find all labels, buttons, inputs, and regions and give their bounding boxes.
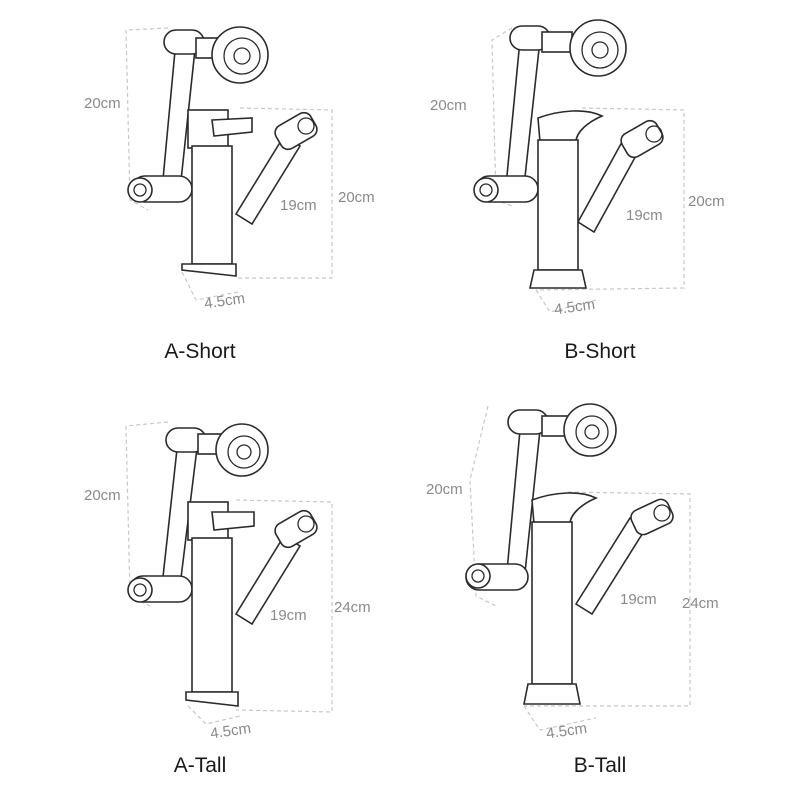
height-label: 20cm: [688, 193, 725, 210]
variant-caption: B-Tall: [573, 754, 627, 777]
base-dimension-guide: [187, 705, 241, 725]
height-label: 24cm: [334, 599, 371, 616]
sprayer-face: [227, 435, 261, 469]
base-width-label: 4.5cm: [209, 720, 252, 743]
base-dimension-guide: [535, 289, 597, 313]
arm-dimension-guide: [469, 405, 497, 607]
bottom-aerator: [127, 177, 153, 203]
hose-nozzle: [630, 498, 674, 536]
variant-b-short: 20cm 19cm 20cm 4.5cm B-Short: [400, 0, 800, 400]
sprayer-center: [233, 47, 251, 65]
variant-b-tall: 20cm 19cm 24cm 4.5cm B-Tall: [400, 400, 800, 800]
sprayer-head: [569, 19, 627, 77]
faucet-base: [523, 683, 581, 705]
hose-length-label: 19cm: [626, 207, 663, 224]
height-label: 20cm: [338, 189, 375, 206]
faucet-body: [191, 537, 233, 693]
arm-length-label: 20cm: [430, 97, 467, 114]
sprayer-center: [584, 424, 600, 440]
height-dimension-guide: [535, 107, 685, 291]
sprayer-face: [223, 37, 261, 75]
arm-connector: [541, 31, 573, 53]
arm-length-label: 20cm: [426, 481, 463, 498]
hose-nozzle: [620, 119, 664, 159]
arm-dimension-guide: [491, 27, 513, 207]
pull-out-hose: [234, 134, 302, 226]
faucet-drawing-b-tall: 20cm 19cm 24cm 4.5cm: [426, 403, 719, 743]
hose-length-label: 19cm: [620, 591, 657, 608]
faucet-drawing-b-short: 20cm 19cm 20cm 4.5cm: [430, 19, 725, 319]
sprayer-face: [575, 415, 609, 449]
hose-length-label: 19cm: [270, 607, 307, 624]
faucet-handle: [211, 117, 253, 137]
bottom-aerator-inner: [471, 569, 485, 583]
base-dimension-guide: [523, 705, 597, 731]
bottom-aerator: [473, 177, 499, 203]
bottom-aerator-inner: [479, 183, 493, 197]
base-dimension-guide: [181, 271, 239, 301]
faucet-body: [191, 145, 233, 265]
variant-caption: A-Tall: [173, 754, 227, 777]
hose-length-label: 19cm: [280, 197, 317, 214]
faucet-base: [181, 263, 237, 277]
faucet-drawing-a-short: 20cm 19cm 20cm 4.5cm: [84, 26, 375, 313]
faucet-handle: [211, 511, 255, 531]
faucet-handle: [537, 110, 604, 143]
bottom-aerator-inner: [133, 583, 147, 597]
sprayer-center: [591, 41, 609, 59]
arm-dimension-guide: [125, 421, 169, 607]
variant-a-tall: 20cm 19cm 24cm 4.5cm A-Tall: [0, 400, 400, 800]
sprayer-center: [236, 444, 252, 460]
faucet-body: [531, 521, 573, 685]
hose-nozzle-tip: [297, 515, 315, 533]
hose-nozzle-tip: [653, 504, 671, 522]
bottom-aerator-inner: [133, 183, 147, 197]
faucet-base: [185, 691, 239, 707]
base-width-label: 4.5cm: [553, 296, 596, 319]
bottom-aerator: [465, 563, 491, 589]
swivel-arm: [505, 39, 541, 187]
height-label: 24cm: [682, 595, 719, 612]
base-width-label: 4.5cm: [203, 290, 246, 313]
bottom-aerator: [127, 577, 153, 603]
arm-length-label: 20cm: [84, 95, 121, 112]
height-dimension-guide: [238, 107, 333, 279]
base-width-label: 4.5cm: [545, 720, 588, 743]
pull-out-hose: [234, 534, 302, 626]
arm-length-label: 20cm: [84, 487, 121, 504]
faucet-body: [537, 139, 579, 271]
hose-nozzle: [274, 509, 318, 549]
variant-caption: B-Short: [564, 340, 636, 363]
variant-a-short: 20cm 19cm 20cm 4.5cm A-Short: [0, 0, 400, 400]
faucet-base: [529, 269, 587, 289]
variant-caption: A-Short: [164, 340, 236, 363]
faucet-drawing-a-tall: 20cm 19cm 24cm 4.5cm: [84, 421, 371, 743]
sprayer-face: [581, 31, 619, 69]
hose-nozzle: [274, 111, 318, 151]
arm-dimension-guide: [125, 27, 169, 211]
hose-nozzle-tip: [645, 125, 663, 143]
faucet-handle: [531, 492, 598, 525]
hose-nozzle-tip: [297, 117, 315, 135]
